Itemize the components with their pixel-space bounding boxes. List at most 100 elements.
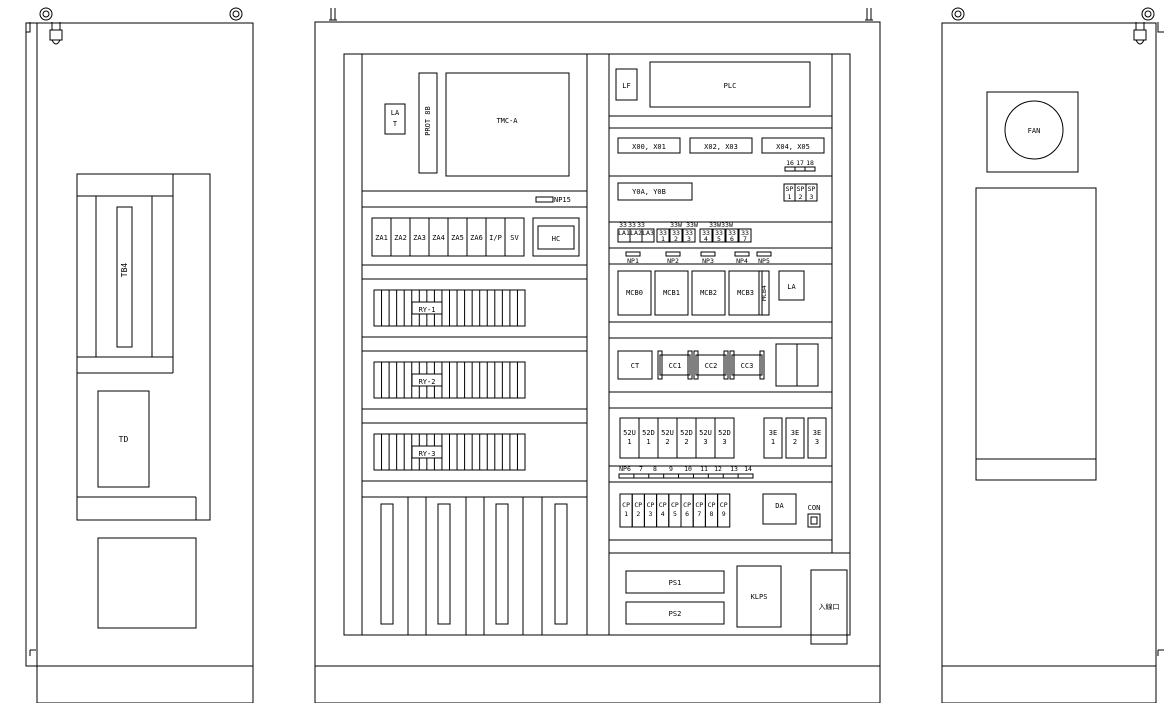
- np-label: NP5: [758, 257, 770, 265]
- mcb-device: [617, 270, 652, 316]
- mcb-label: MCB4: [760, 285, 768, 301]
- terminal-label: 18: [806, 159, 814, 167]
- module-sv: [504, 217, 525, 257]
- sp-label: SP: [797, 185, 805, 193]
- cc-bracket: [687, 350, 693, 380]
- la-cell-label: 6: [730, 235, 734, 243]
- relay-label: RY-1: [419, 306, 436, 314]
- np-label: 9: [669, 465, 673, 473]
- lifting-bolt-icon: [329, 8, 337, 21]
- cp-label: CP: [683, 501, 691, 509]
- x-module: [689, 137, 753, 154]
- np-plate: [734, 251, 750, 257]
- x-module-label: X02, X03: [704, 143, 738, 151]
- cc-device: [695, 354, 727, 376]
- la-cell-label: 4: [704, 235, 708, 243]
- np15-plate: [535, 196, 554, 203]
- contactor-label: 1: [627, 438, 631, 446]
- y0a-y0b-module: [617, 182, 693, 201]
- contactor-label: 52D: [642, 429, 655, 437]
- td-label: TD: [119, 435, 129, 444]
- np-plate: [700, 251, 716, 257]
- cp-label: 7: [697, 510, 701, 518]
- la-cell-label: 33: [672, 229, 680, 237]
- contactor-label: 3: [722, 438, 726, 446]
- ps2-device: [625, 601, 725, 625]
- relay-rows: RY-1RY-2RY-3: [373, 289, 526, 471]
- tb4-label: TB4: [120, 263, 129, 278]
- svg-text:Y0A, Y0B: Y0A, Y0B: [632, 188, 666, 196]
- left-panel: TB4 TD: [25, 7, 254, 703]
- module-label: SV: [510, 234, 519, 242]
- lifting-eye-icon: [229, 7, 243, 21]
- three-e-label: 2: [793, 438, 797, 446]
- contactor-label: 3: [703, 438, 707, 446]
- module-label: ZA2: [394, 234, 407, 242]
- filter-panel: [975, 187, 1097, 481]
- ct-device: [617, 350, 653, 380]
- la-cell: [738, 228, 752, 243]
- cp-label: 6: [685, 510, 689, 518]
- np-label: NP2: [667, 257, 679, 265]
- la-cell: [669, 228, 683, 243]
- contactor-label: 1: [646, 438, 650, 446]
- svg-text:PROT 8B: PROT 8B: [424, 106, 432, 136]
- sp-label: 3: [810, 193, 814, 201]
- contactor-label: 2: [665, 438, 669, 446]
- sp-label: SP: [786, 185, 794, 193]
- module-label: I/P: [489, 234, 502, 242]
- cc-device: [659, 354, 691, 376]
- ps1-device: [625, 570, 725, 594]
- relay-label-bg: [411, 373, 443, 387]
- contactor-device: [714, 417, 735, 459]
- contactor-label: 52D: [718, 429, 731, 437]
- da-device: [762, 493, 797, 525]
- hinge-icon: [1133, 22, 1164, 45]
- svg-text:入線口: 入線口: [819, 602, 840, 611]
- plc-device: [649, 61, 811, 108]
- lifting-bolt-icon: [865, 8, 873, 21]
- cp-label: CP: [647, 501, 655, 509]
- svg-text:CT: CT: [631, 362, 640, 370]
- la-cell-label: 33: [659, 229, 667, 237]
- x-module: [617, 137, 681, 154]
- la-cell: [725, 228, 739, 243]
- module-label: ZA3: [413, 234, 426, 242]
- lf-device: [615, 68, 638, 101]
- la-cell-label: 33: [728, 229, 736, 237]
- three-e-device: [807, 417, 827, 459]
- np-label: NP3: [702, 257, 714, 265]
- cable-entry: [810, 569, 848, 645]
- module-label: ZA5: [451, 234, 464, 242]
- fan-icon: [1004, 100, 1064, 160]
- three-e-label: 3E: [813, 429, 821, 437]
- terminal: [784, 166, 796, 172]
- svg-text:LF: LF: [622, 82, 630, 90]
- cp-label: 1: [624, 510, 628, 518]
- np-plate: [756, 251, 772, 257]
- cp-label: 4: [661, 510, 665, 518]
- np-label: 12: [714, 465, 722, 473]
- svg-text:NP15: NP15: [554, 196, 571, 204]
- relay-label: RY-3: [419, 450, 436, 458]
- terminal-block-tb4: [116, 206, 133, 348]
- relay-label-bg: [411, 445, 443, 459]
- contactor-label: 52U: [623, 429, 636, 437]
- np-label: 14: [744, 465, 752, 473]
- np-label: NP1: [627, 257, 639, 265]
- np-label: 13: [730, 465, 738, 473]
- right-panel: FAN: [941, 7, 1164, 703]
- np-plate: [665, 251, 681, 257]
- tmc-a-device: [445, 72, 570, 177]
- la-cell: [641, 228, 655, 243]
- la-cell: [656, 228, 670, 243]
- cp-label: 9: [722, 510, 726, 518]
- svg-text:PLC: PLC: [724, 82, 737, 90]
- la-cell: [682, 228, 696, 243]
